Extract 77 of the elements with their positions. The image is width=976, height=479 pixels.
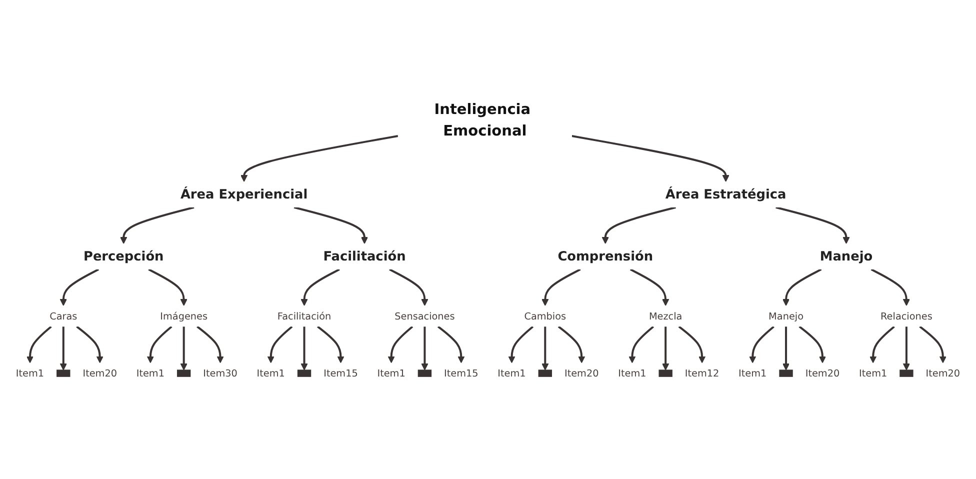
arrow — [240, 134, 398, 182]
arrow — [602, 206, 676, 244]
arrow — [26, 326, 52, 364]
node-text: Item1 — [738, 368, 767, 379]
node-bar — [418, 370, 432, 377]
arrow — [782, 268, 822, 306]
node-text: Facilitación — [277, 310, 332, 322]
arrow — [437, 326, 465, 364]
arrow — [421, 326, 428, 370]
node-bar — [56, 370, 70, 377]
arrow — [678, 326, 706, 364]
node-text: Cambios — [524, 310, 566, 322]
node-text: Item1 — [618, 368, 646, 379]
arrow — [902, 326, 910, 370]
node-text: Item15 — [444, 368, 478, 379]
node-text: Comprensión — [558, 248, 654, 264]
arrow — [294, 206, 368, 244]
arrow — [508, 326, 534, 364]
arrow — [317, 326, 344, 364]
arrow — [146, 326, 172, 364]
arrow — [628, 326, 654, 364]
node-text: Item1 — [16, 368, 44, 379]
node-text: Percepción — [83, 248, 164, 264]
node-text: Facilitación — [323, 248, 406, 264]
node-text: Área Experiencial — [180, 186, 308, 202]
node-text: Inteligencia Emocional — [434, 100, 531, 140]
arrow — [542, 326, 549, 370]
node-text: Item20 — [926, 368, 960, 379]
node-bar — [297, 370, 312, 377]
node-text: Área Estratégica — [665, 186, 786, 202]
node-text: Item1 — [498, 368, 526, 379]
node-text: Mezcla — [648, 310, 682, 322]
node-text: Manejo — [820, 248, 873, 264]
arrow — [388, 326, 414, 364]
node-text: Item20 — [82, 368, 118, 379]
node-text: Item1 — [136, 368, 164, 379]
node-bar — [900, 370, 914, 377]
node-text: Manejo — [768, 310, 804, 322]
arrow — [662, 326, 670, 370]
arrow — [919, 326, 946, 364]
arrow — [870, 326, 895, 364]
arrow — [60, 326, 67, 370]
arrow — [870, 268, 910, 306]
arrow — [60, 268, 100, 306]
node-text: Item1 — [256, 368, 285, 379]
node-text: Relaciones — [880, 310, 932, 322]
arrow — [798, 326, 826, 364]
arrow — [76, 326, 104, 364]
arrow — [776, 206, 850, 244]
arrow — [300, 326, 308, 370]
arrow — [267, 326, 293, 364]
arrow — [148, 268, 188, 306]
node-text: Item15 — [324, 368, 358, 379]
arrow — [180, 326, 188, 370]
node-bar — [658, 370, 672, 377]
node-text: Caras — [50, 310, 78, 322]
arrow — [120, 206, 194, 244]
node-text: Item30 — [203, 368, 238, 379]
node-text: Imágenes — [160, 310, 208, 322]
node-bar — [538, 370, 552, 377]
arrow — [572, 134, 730, 182]
node-text: Item1 — [377, 368, 406, 379]
arrow — [542, 268, 581, 306]
node-bar — [779, 370, 793, 377]
arrow — [300, 268, 340, 306]
arrow — [630, 268, 670, 306]
node-text: Sensaciones — [394, 310, 455, 322]
arrow — [782, 326, 790, 370]
arrow — [749, 326, 774, 364]
node-text: Item20 — [564, 368, 599, 379]
node-text: Item1 — [858, 368, 888, 379]
node-text: Item12 — [684, 368, 720, 379]
node-text: Item20 — [805, 368, 840, 379]
arrow — [558, 326, 586, 364]
arrow — [389, 268, 428, 306]
node-bar — [176, 370, 191, 377]
arrow — [196, 326, 224, 364]
